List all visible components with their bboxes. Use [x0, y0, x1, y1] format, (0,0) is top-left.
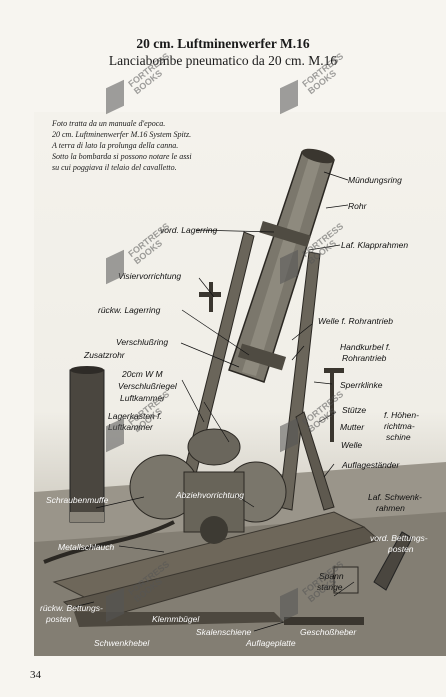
photo-caption: Foto tratta da un manuale d'epoca. 20 cm…: [52, 118, 252, 173]
photo: [34, 112, 446, 656]
label-abziehvorrichtung: Abziehvorrichtung: [176, 490, 245, 500]
label-auflageplatte: Auflageplatte: [246, 638, 296, 648]
watermark-mark: [280, 79, 298, 115]
label-laf-klapprahmen: Laf. Klapprahmen: [341, 240, 409, 250]
page-title: 20 cm. Luftminenwerfer M.16: [136, 36, 310, 51]
caption-line: Sotto la bombarda si possono notare le a…: [52, 152, 192, 161]
label-hohenrichtmaschine-3: schine: [386, 432, 411, 442]
page-number: 34: [30, 669, 41, 681]
label-schraubenmuffe: Schraubenmuffe: [46, 495, 109, 505]
watermark-mark: [106, 249, 124, 285]
page-subtitle: Lanciabombe pneumatico da 20 cm. M.16: [108, 53, 338, 68]
caption-line: 20 cm. Luftminenwerfer M.16 System Spitz…: [52, 130, 192, 139]
label-verschlussriegel: Verschlußriegel: [118, 381, 177, 391]
label-geschossheber: Geschoßheber: [300, 627, 357, 637]
label-ruckw-lagerring: rückw. Lagerring: [98, 305, 161, 315]
label-laf-schwenkrahmen-1: Laf. Schwenk-: [368, 492, 422, 502]
label-spannstange-2: stange: [317, 582, 343, 592]
label-lagerkasten-2: Luftkammer: [108, 422, 153, 432]
label-spannstange-1: Spann: [319, 571, 344, 581]
label-vord-lagerring: vord. Lagerring: [160, 225, 218, 235]
label-welle-rohrantrieb: Welle f. Rohrantrieb: [318, 316, 393, 326]
label-hohenrichtmaschine-1: f. Höhen-: [384, 410, 419, 420]
label-verschlussring: Verschlußring: [116, 337, 169, 347]
watermark-mark: [280, 587, 298, 623]
label-skalenschiene: Skalenschiene: [196, 627, 252, 637]
label-vord-bettungsposten-2: posten: [388, 544, 414, 554]
label-mutter: Mutter: [340, 422, 365, 432]
label-lagerkasten-1: Lagerkasten f.: [108, 411, 162, 421]
label-handkurbel-2: Rohrantrieb: [342, 353, 387, 363]
label-metallschlauch: Metallschlauch: [58, 542, 115, 552]
watermark-mark: [280, 249, 298, 285]
watermark-mark: [106, 417, 124, 453]
watermark-mark: [106, 79, 124, 115]
label-hohenrichtmaschine-2: richtma-: [384, 421, 415, 431]
label-ruckw-bettungsposten-2: posten: [46, 614, 72, 624]
watermark-mark: [280, 417, 298, 453]
mortar-illustration: [34, 148, 446, 656]
label-klemmbugel: Klemmbügel: [152, 614, 200, 624]
label-welle: Welle: [341, 440, 363, 450]
label-mundungsring: Mündungsring: [348, 175, 402, 185]
label-stutze: Stütze: [342, 405, 367, 415]
label-rohr: Rohr: [348, 201, 367, 211]
caption-line: A terra di lato la prolunga della canna.: [52, 141, 179, 150]
label-20cm-wm: 20cm W M: [122, 369, 163, 379]
label-schwenkhebel: Schwenkhebel: [94, 638, 150, 648]
label-auflagestander: Auflageständer: [342, 460, 400, 470]
label-sperrklinke: Sperrklinke: [340, 380, 383, 390]
label-zusatzrohr: Zusatzrohr: [84, 350, 125, 360]
caption-line: su cui poggiava il telaio del cavalletto…: [52, 163, 177, 172]
label-luftkammer: Luftkammer: [120, 393, 165, 403]
caption-line: Foto tratta da un manuale d'epoca.: [52, 119, 166, 128]
label-visiervorrichtung: Visiervorrichtung: [118, 271, 182, 281]
label-ruckw-bettungsposten-1: rückw. Bettungs-: [40, 603, 103, 613]
label-laf-schwenkrahmen-2: rahmen: [376, 503, 405, 513]
watermark-mark: [106, 587, 124, 623]
label-vord-bettungsposten-1: vord. Bettungs-: [370, 533, 428, 543]
label-handkurbel-1: Handkurbel f.: [340, 342, 391, 352]
